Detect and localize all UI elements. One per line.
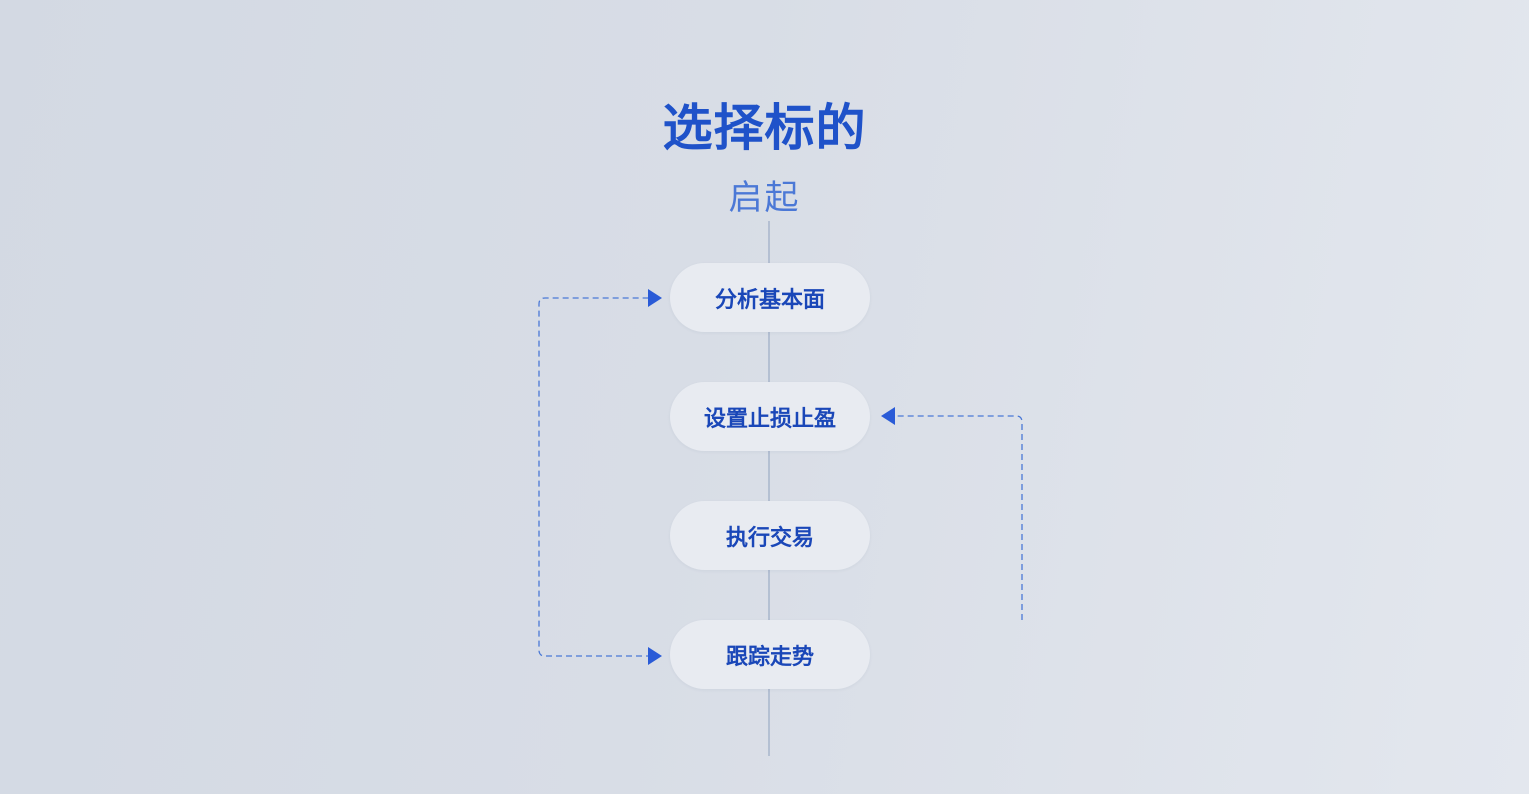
left-loop-arrow-bottom [648, 647, 662, 665]
step-execute-trade: 执行交易 [670, 501, 870, 570]
diagram-title: 选择标的 [662, 99, 867, 157]
left-loop-line [538, 297, 652, 657]
step-label: 跟踪走势 [725, 644, 814, 670]
diagram-subtitle: 启起 [728, 178, 801, 218]
step-label: 设置止损止盈 [703, 406, 836, 432]
step-track-trend: 跟踪走势 [670, 620, 870, 689]
left-loop-arrow-top [648, 289, 662, 307]
step-label: 执行交易 [725, 525, 814, 551]
right-loop-arrow [881, 407, 895, 425]
right-loop-line [892, 415, 1023, 620]
step-set-stop-loss-take-profit: 设置止损止盈 [670, 382, 870, 451]
step-analyze-fundamentals: 分析基本面 [670, 263, 870, 332]
step-label: 分析基本面 [714, 287, 825, 313]
